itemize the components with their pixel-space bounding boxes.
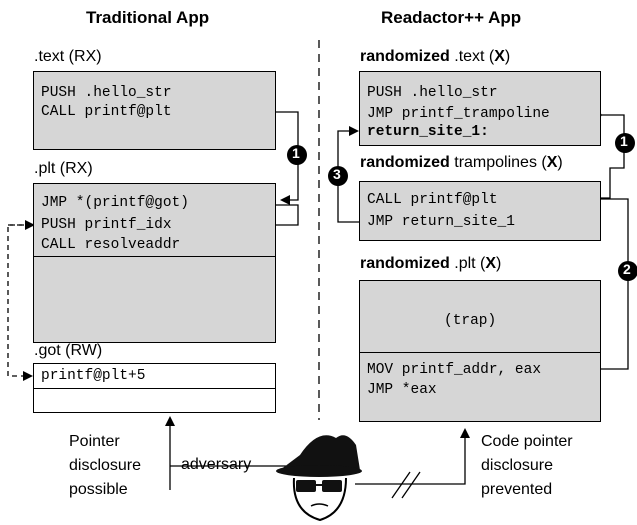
plt-divider: [360, 352, 600, 353]
marker-2-right: [618, 261, 637, 281]
marker-3-right-label: 3: [333, 166, 341, 182]
label-bold: randomized: [360, 154, 450, 171]
got-divider: [34, 388, 275, 389]
block-slash-2: [401, 471, 421, 499]
left-text-label: .text (RX): [34, 48, 102, 65]
code-line: JMP return_site_1: [367, 214, 515, 230]
code-line-bold: return_site_1:: [367, 124, 489, 140]
label-rest: .plt (: [449, 255, 486, 272]
left-got-label: .got (RW): [34, 342, 103, 359]
left-text-box: PUSH .hello_str CALL printf@plt: [33, 71, 276, 150]
code-line: printf@plt+5: [41, 368, 146, 384]
left-plt-label: .plt (RX): [34, 160, 93, 177]
label-rest: trampolines (: [449, 154, 547, 171]
right-text-box: PUSH .hello_str JMP printf_trampoline re…: [359, 71, 601, 146]
marker-2-right-label: 2: [623, 261, 631, 277]
code-line: MOV printf_addr, eax: [367, 362, 542, 378]
right-heading: Readactor++ App: [381, 8, 522, 27]
code-line: PUSH printf_idx: [41, 217, 172, 233]
marker-1-left-label: 1: [292, 145, 300, 161]
right-plt-label: randomized .plt (X): [360, 255, 501, 273]
code-line: PUSH .hello_str: [367, 85, 498, 101]
adversary-icon: [276, 435, 362, 522]
block-slash-1: [391, 471, 411, 499]
right-caption-line: Code pointer: [481, 433, 573, 450]
label-rest: .text (: [449, 48, 495, 65]
right-caption-line: prevented: [481, 481, 553, 498]
code-line: CALL printf@plt: [41, 104, 172, 120]
label-x: X: [485, 255, 497, 272]
adversary-label: adversary: [181, 456, 252, 473]
marker-3-right: [328, 166, 348, 186]
left-got-box: printf@plt+5: [33, 363, 276, 413]
label-x: X: [546, 154, 558, 171]
right-tramp-label: randomized trampolines (X): [360, 154, 563, 172]
right-text-label: randomized .text (X): [360, 48, 510, 66]
left-dashed-plt-got-arrow: [7, 220, 35, 381]
label-close: ): [496, 255, 502, 272]
plt-divider: [34, 256, 275, 257]
code-line: CALL resolveaddr: [41, 237, 181, 253]
left-caption-line: Pointer: [69, 433, 120, 450]
left-plt-box: JMP *(printf@got) PUSH printf_idx CALL r…: [33, 183, 276, 343]
code-line: PUSH .hello_str: [41, 85, 172, 101]
label-x: X: [494, 48, 505, 65]
code-line: CALL printf@plt: [367, 192, 498, 208]
trap-text: (trap): [444, 313, 497, 329]
label-bold: randomized: [360, 255, 450, 272]
code-line: JMP printf_trampoline: [367, 106, 550, 122]
right-caption-line: disclosure: [481, 457, 554, 474]
left-heading: Traditional App: [86, 8, 210, 27]
right-tramp-box: CALL printf@plt JMP return_site_1: [359, 181, 601, 241]
left-caption-line: possible: [69, 481, 128, 498]
right-plt-box: (trap) MOV printf_addr, eax JMP *eax: [359, 280, 601, 422]
marker-1-left: [287, 145, 307, 165]
right-disclosure-arrow: [355, 428, 470, 485]
label-close: ): [504, 48, 511, 65]
left-caption-line: disclosure: [69, 457, 142, 474]
code-line: JMP *eax: [367, 382, 437, 398]
marker-1-right-label: 1: [620, 133, 628, 149]
label-bold: randomized: [360, 48, 450, 65]
marker-1-right: [615, 133, 635, 153]
code-line: JMP *(printf@got): [41, 195, 189, 211]
label-close: ): [557, 154, 563, 171]
